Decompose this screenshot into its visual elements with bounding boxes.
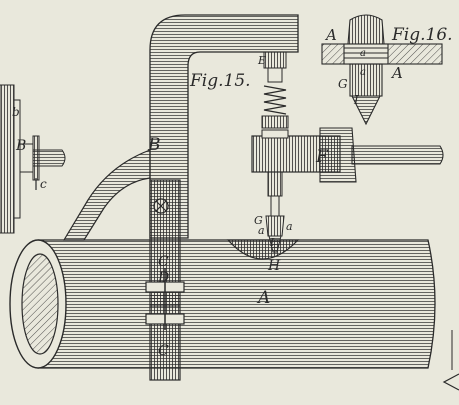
label-h: H bbox=[267, 258, 281, 274]
clamp-strap bbox=[145, 179, 185, 381]
label-g: G bbox=[254, 214, 263, 227]
label-f: F bbox=[315, 147, 329, 167]
label-g16: G bbox=[338, 77, 348, 91]
fig15-spindle bbox=[251, 51, 444, 253]
label-b-frame: B bbox=[147, 135, 161, 155]
figure-labels: Fig.15. Fig.16. B B b c E F G a a I H A … bbox=[12, 25, 453, 359]
label-c-low: C bbox=[158, 343, 169, 359]
label-a16-right: A bbox=[390, 64, 403, 82]
fig16-detail bbox=[321, 14, 443, 126]
pipe-a bbox=[9, 239, 436, 369]
label-d: D bbox=[157, 270, 169, 286]
label-b-small-left: b bbox=[12, 105, 20, 119]
label-c-left: c bbox=[40, 177, 47, 191]
label-a-lower: a bbox=[258, 224, 265, 237]
label-i: I bbox=[269, 236, 275, 249]
fig15-title: Fig.15. bbox=[189, 71, 251, 91]
label-b-left: B bbox=[15, 138, 26, 154]
label-a16-left: A bbox=[324, 26, 337, 44]
label-a16-lower: a bbox=[360, 67, 366, 78]
label-i16: I bbox=[353, 93, 359, 107]
label-c-mid: C bbox=[158, 254, 169, 270]
label-a16-upper: a bbox=[360, 48, 366, 59]
fig16-title: Fig.16. bbox=[391, 25, 453, 45]
label-a-pipe: A bbox=[256, 288, 270, 308]
label-e: E bbox=[257, 54, 266, 67]
left-partial-figure bbox=[0, 84, 66, 234]
label-a-upper: a bbox=[286, 220, 293, 233]
right-edge-fragment bbox=[442, 330, 459, 391]
